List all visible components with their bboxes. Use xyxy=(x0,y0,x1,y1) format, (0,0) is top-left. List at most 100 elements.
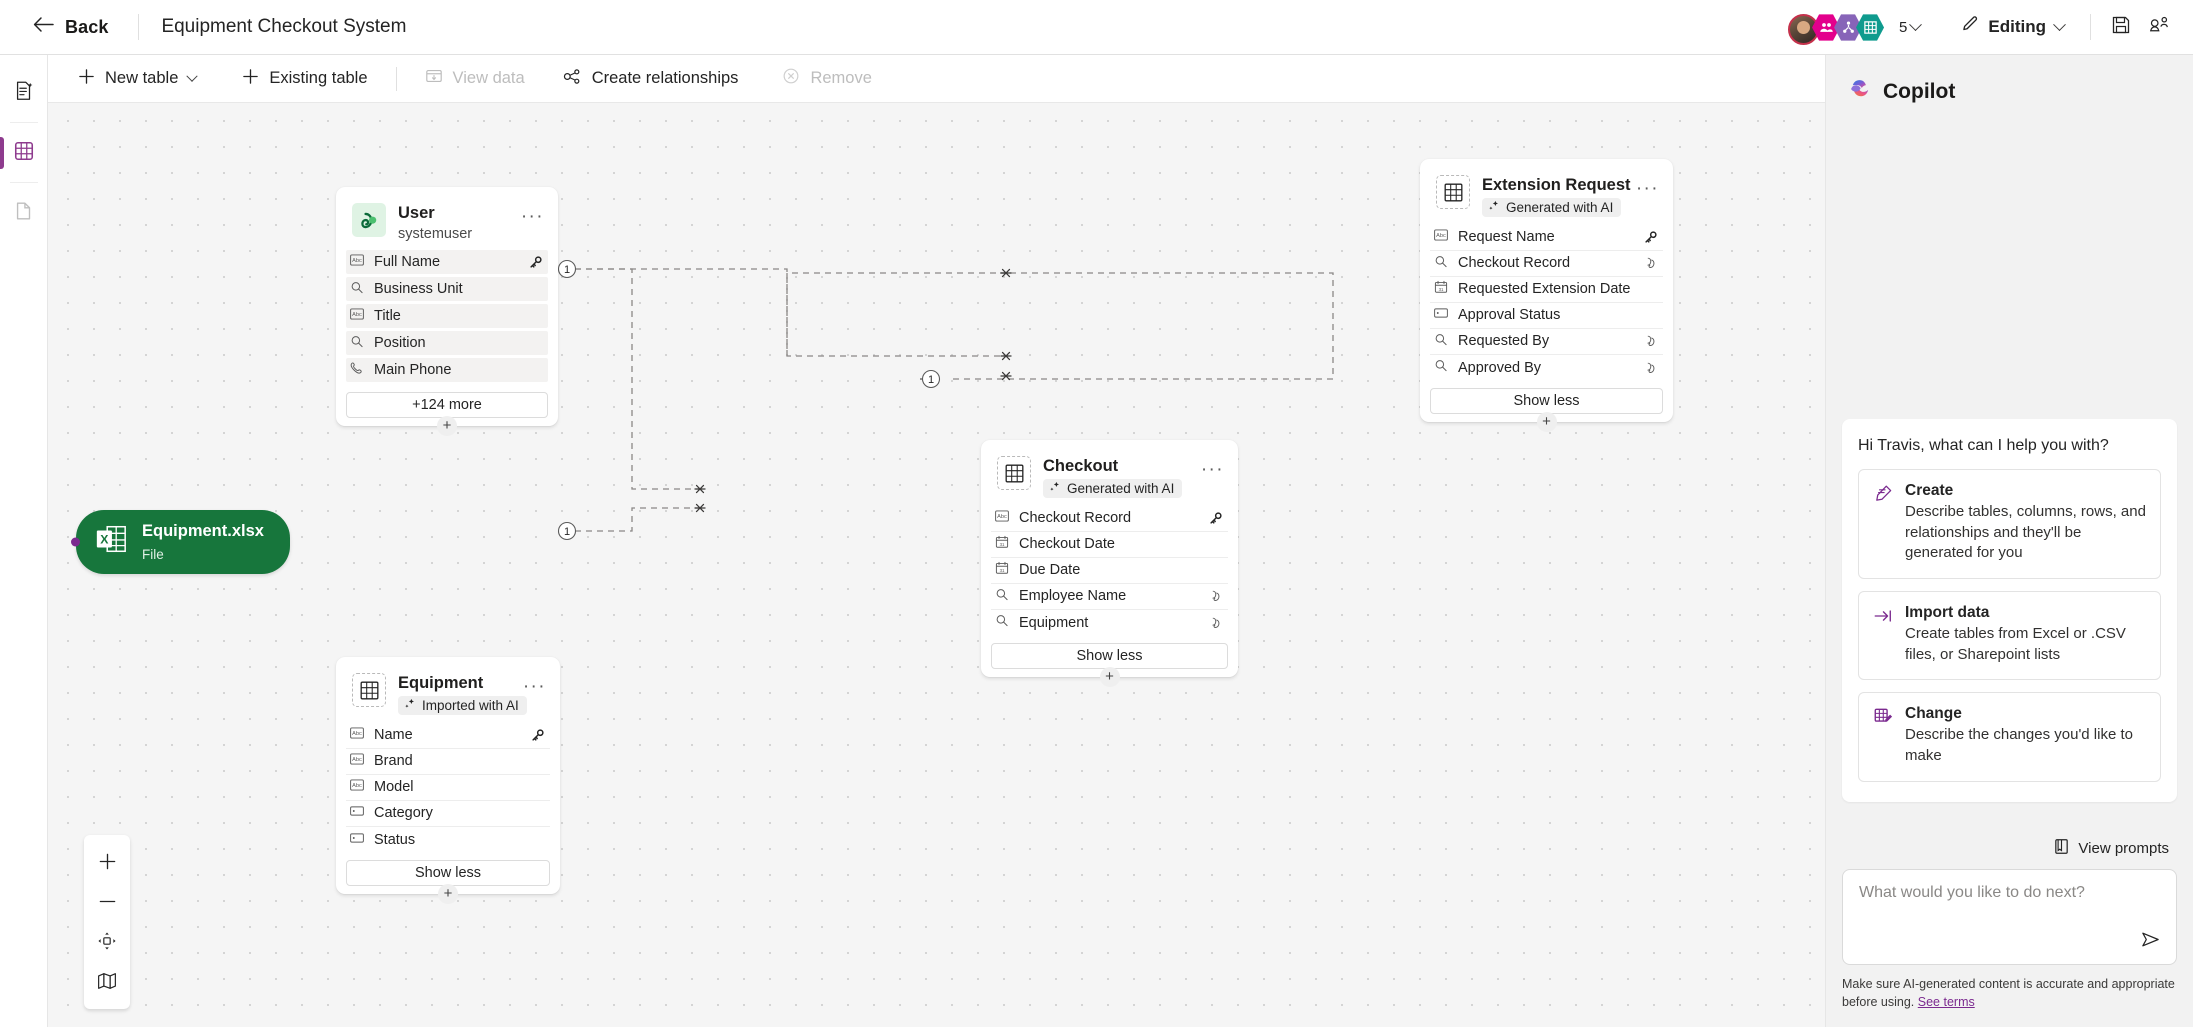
card-overflow-button[interactable]: ··· xyxy=(520,206,544,227)
suggestion-title: Change xyxy=(1905,705,1962,723)
view-prompts-label: View prompts xyxy=(2078,839,2169,857)
show-less-button[interactable]: Show less xyxy=(346,859,550,886)
avatar[interactable] xyxy=(1856,14,1885,41)
column-row[interactable]: Abc Checkout Record xyxy=(991,506,1228,532)
svg-text:Abc: Abc xyxy=(997,515,1007,521)
toolbar-divider xyxy=(395,66,397,91)
column-row[interactable]: Abc Model xyxy=(346,775,550,801)
column-row[interactable]: Requested By xyxy=(1430,329,1663,355)
column-row[interactable]: Approval Status xyxy=(1430,303,1663,329)
fit-to-view-button[interactable] xyxy=(85,921,129,961)
table-title: Checkout xyxy=(1043,457,1119,475)
sparkle-icon xyxy=(1049,481,1061,496)
suggestion-change[interactable]: Change Describe the changes you'd like t… xyxy=(1858,692,2161,782)
create-relationships-button[interactable]: Create relationships xyxy=(551,60,751,98)
show-more-columns-button[interactable]: +124 more xyxy=(346,391,548,418)
rail-item-pages-with-ai[interactable] xyxy=(0,63,48,123)
show-less-button[interactable]: Show less xyxy=(1430,387,1663,414)
column-row[interactable]: Abc Brand xyxy=(346,749,550,775)
avatar[interactable] xyxy=(1812,14,1841,41)
remove-label: Remove xyxy=(810,69,872,87)
see-terms-link[interactable]: See terms xyxy=(1917,994,1975,1009)
collaborator-count-label: 5 xyxy=(1899,18,1908,36)
relationship-column-icon xyxy=(1643,256,1657,270)
svg-text:31: 31 xyxy=(1000,568,1005,573)
column-row[interactable]: Abc Request Name xyxy=(1430,225,1663,251)
column-row[interactable]: Abc Title xyxy=(346,303,548,329)
save-button[interactable] xyxy=(2103,9,2139,45)
column-row[interactable]: 31 Requested Extension Date xyxy=(1430,277,1663,303)
copilot-input[interactable]: What would you like to do next? xyxy=(1842,868,2177,965)
ai-badge: Generated with AI xyxy=(1482,197,1622,217)
collaborator-avatars[interactable] xyxy=(1788,13,1885,45)
column-row[interactable]: 31 Checkout Date xyxy=(991,532,1228,558)
column-row[interactable]: Approved By xyxy=(1430,355,1663,381)
add-column-handle[interactable]: + xyxy=(1099,666,1120,687)
zoom-out-button[interactable] xyxy=(85,881,129,921)
text-column-icon: Abc xyxy=(1434,229,1448,245)
column-row[interactable]: Abc Name xyxy=(346,723,550,749)
primary-key-icon xyxy=(529,256,542,269)
remove-button[interactable]: Remove xyxy=(770,60,883,97)
zoom-in-button[interactable] xyxy=(85,841,129,881)
create-pencil-icon xyxy=(1873,482,1893,564)
column-label: Employee Name xyxy=(1019,588,1127,605)
send-button[interactable] xyxy=(2136,926,2164,954)
column-row[interactable]: Main Phone xyxy=(346,357,548,383)
copilot-panel: Copilot Hi Travis, what can I help you w… xyxy=(1825,55,2193,1027)
card-overflow-button[interactable]: ··· xyxy=(522,676,546,697)
header-divider xyxy=(138,14,140,40)
table-card-equipment[interactable]: Equipment Imported with AI ··· Abc Name … xyxy=(336,657,560,904)
file-node-equipment-xlsx[interactable]: X Equipment.xlsx File xyxy=(71,510,290,574)
plus-icon xyxy=(242,68,259,90)
table-card-extension-request[interactable]: Extension Request Generated with AI ··· … xyxy=(1420,159,1673,432)
share-button[interactable] xyxy=(2141,9,2177,45)
column-row[interactable]: Status xyxy=(346,827,550,853)
add-column-handle[interactable]: + xyxy=(437,415,457,436)
column-row[interactable]: Employee Name xyxy=(991,584,1228,610)
column-row[interactable]: 31 Due Date xyxy=(991,558,1228,584)
suggestion-create[interactable]: Create Describe tables, columns, rows, a… xyxy=(1858,469,2161,580)
change-table-icon xyxy=(1873,705,1893,766)
lookup-column-icon xyxy=(1434,255,1448,272)
rail-item-tables[interactable] xyxy=(0,123,48,183)
suggestion-description: Describe tables, columns, rows, and rela… xyxy=(1905,503,2146,562)
show-less-button[interactable]: Show less xyxy=(991,642,1228,669)
editing-mode-button[interactable]: Editing xyxy=(1950,9,2074,45)
erd-canvas[interactable]: Extension Request.Requested By (*) --> C… xyxy=(48,103,1825,1027)
table-card-user[interactable]: User systemuser ··· Abc Full Name Busine… xyxy=(336,187,558,436)
suggestion-description: Describe the changes you'd like to make xyxy=(1905,726,2133,765)
pencil-icon xyxy=(1960,15,1979,39)
view-data-button[interactable]: View data xyxy=(413,60,537,97)
column-row[interactable]: Business Unit xyxy=(346,276,548,302)
column-row[interactable]: Position xyxy=(346,330,548,356)
back-button[interactable]: Back xyxy=(25,10,116,44)
collaborator-count[interactable]: 5 xyxy=(1893,15,1926,40)
existing-table-button[interactable]: Existing table xyxy=(230,61,379,97)
text-column-icon: Abc xyxy=(350,254,364,270)
relationship-icon xyxy=(563,67,582,91)
column-row[interactable]: Checkout Record xyxy=(1430,251,1663,277)
column-row[interactable]: Category xyxy=(346,801,550,827)
card-overflow-button[interactable]: ··· xyxy=(1200,459,1224,480)
add-column-handle[interactable]: + xyxy=(438,883,458,904)
column-row[interactable]: Abc Full Name xyxy=(346,249,548,275)
minimap-button[interactable] xyxy=(85,961,129,1001)
view-prompts-button[interactable]: View prompts xyxy=(1826,838,2193,869)
back-label: Back xyxy=(65,16,109,37)
table-title: User xyxy=(398,204,435,222)
column-row[interactable]: Equipment xyxy=(991,610,1228,636)
add-column-handle[interactable]: + xyxy=(1536,411,1557,432)
svg-text:1: 1 xyxy=(564,526,570,538)
lookup-column-icon xyxy=(995,588,1009,605)
suggestion-import-data[interactable]: Import data Create tables from Excel or … xyxy=(1858,591,2161,681)
lookup-column-icon xyxy=(350,335,364,352)
svg-text:Abc: Abc xyxy=(352,258,362,264)
table-card-checkout[interactable]: Checkout Generated with AI ··· Abc Check… xyxy=(981,440,1238,687)
tables-grid-icon xyxy=(13,140,35,167)
card-overflow-button[interactable]: ··· xyxy=(1635,178,1659,199)
rail-item-pages[interactable] xyxy=(0,183,48,243)
ai-badge: Generated with AI xyxy=(1043,478,1183,498)
new-table-button[interactable]: New table xyxy=(66,61,208,97)
